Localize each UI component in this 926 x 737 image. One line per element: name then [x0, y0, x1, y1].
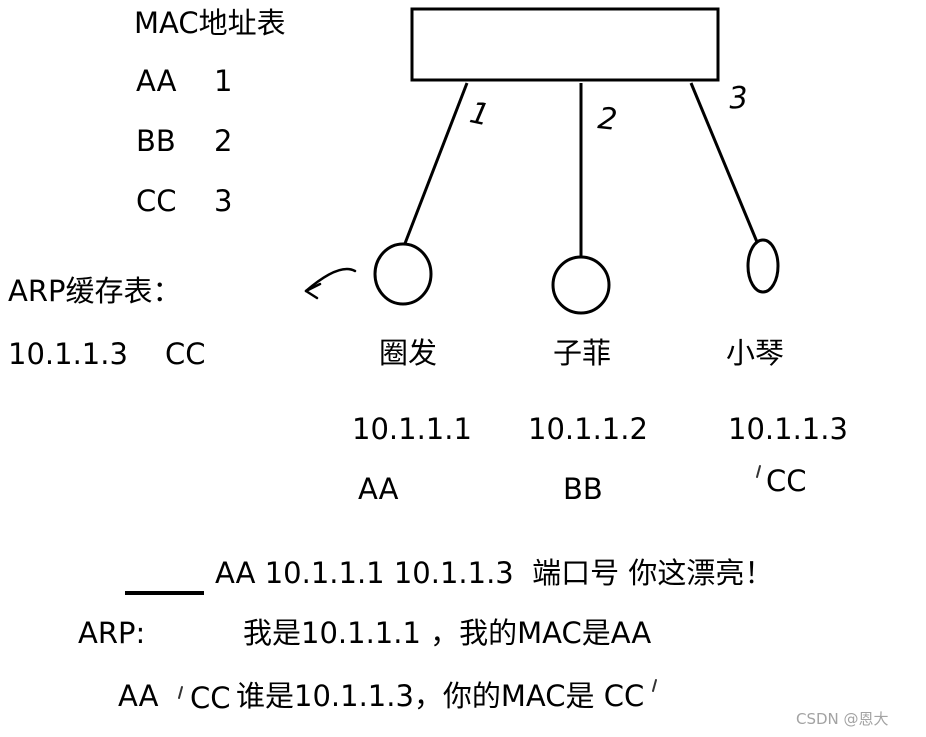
- mac-table-row-port: 3: [214, 184, 233, 218]
- tick-before-host3-mac: [756, 465, 761, 478]
- arp-entry-ip: 10.1.1.3: [8, 337, 128, 371]
- host-mac-1: AA: [358, 472, 399, 506]
- host-circle-3: [746, 238, 780, 294]
- mac-table-row-mac: AA: [136, 64, 177, 98]
- cable-port1: [402, 82, 469, 247]
- host-name-1: 圈发: [379, 336, 438, 370]
- reply-text: 谁是10.1.1.3，你的MAC是 CC: [236, 679, 645, 713]
- host-mac-2: BB: [563, 472, 603, 506]
- cable-port3: [689, 82, 759, 243]
- mac-table-row-mac: CC: [136, 184, 177, 218]
- csdn-watermark: CSDN @恩大: [796, 710, 889, 728]
- mac-table-row-port: 2: [214, 124, 233, 158]
- pen-tick-marks: [178, 465, 761, 699]
- host-name-3: 小琴: [726, 336, 785, 370]
- mac-table-row: BB 2: [136, 124, 232, 158]
- host-name-2: 子菲: [553, 336, 612, 370]
- host-mac-3: CC: [766, 464, 807, 498]
- host-ip-2: 10.1.1.2: [528, 412, 648, 446]
- frame-annotation: AA 10.1.1.1 10.1.1.3 端口号 你这漂亮！: [215, 556, 774, 590]
- mac-table-row-mac: BB: [136, 124, 176, 158]
- reply-src-mac: AA: [118, 679, 159, 713]
- host-circle-1: [373, 242, 433, 306]
- arp-label: ARP:: [78, 616, 146, 650]
- arp-announce-text: 我是10.1.1.1 ，我的MAC是AA: [243, 616, 652, 650]
- host-ip-1: 10.1.1.1: [352, 412, 472, 446]
- mac-table-row-port: 1: [214, 64, 233, 98]
- mac-table-row: AA 1: [136, 64, 232, 98]
- port-number-label-3: 3: [727, 80, 750, 117]
- hand-arrow: [304, 267, 357, 300]
- arp-table-entry: 10.1.1.3 CC: [8, 337, 206, 371]
- reply-dst-mac: CC: [190, 681, 231, 715]
- hand-arrow-shaft: [304, 267, 357, 293]
- mac-table-title: MAC地址表: [134, 6, 286, 40]
- port-number-label-2: 2: [596, 101, 619, 138]
- tick-reply-line-right: [652, 679, 657, 692]
- switch-box: [410, 7, 720, 82]
- host-ip-3: 10.1.1.3: [728, 412, 848, 446]
- hand-arrow-head: [304, 282, 322, 300]
- arp-entry-mac: CC: [165, 337, 206, 371]
- host-circle-2: [551, 255, 611, 315]
- arp-table-title: ARP缓存表：: [8, 274, 182, 308]
- mac-table-row: CC 3: [136, 184, 232, 218]
- tick-reply-line-left: [178, 686, 183, 699]
